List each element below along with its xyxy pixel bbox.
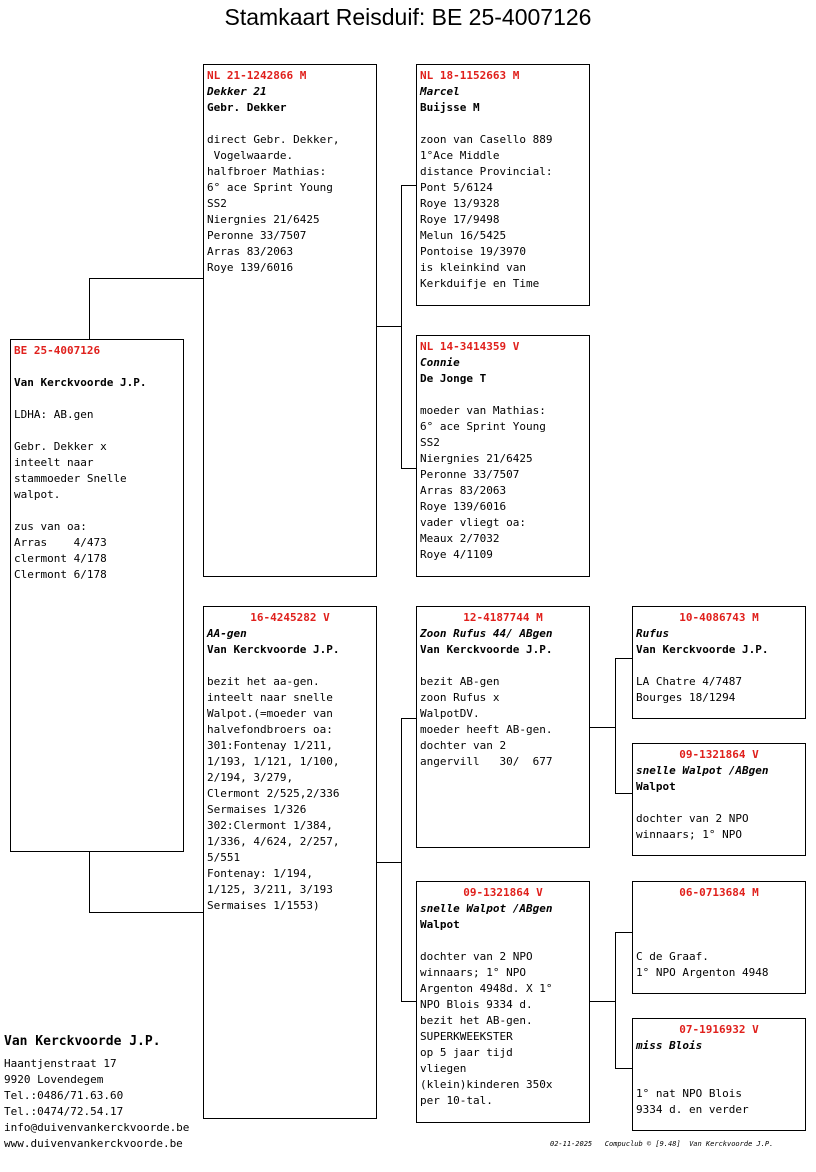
fm-card: NL 14-3414359 V Connie De Jonge T moeder… bbox=[416, 335, 590, 577]
connector bbox=[376, 326, 402, 327]
mm-owner: Walpot bbox=[420, 918, 460, 931]
mmm-card: 07-1916932 V miss Blois 1° nat NPO Blois… bbox=[632, 1018, 806, 1131]
subject-ring: BE 25-4007126 bbox=[14, 344, 101, 357]
mff-owner: Van Kerckvoorde J.P. bbox=[636, 643, 769, 656]
mf-notes: bezit AB-gen zoon Rufus x WalpotDV. moed… bbox=[420, 675, 553, 768]
mfm-card: 09-1321864 V snelle Walpot /ABgen Walpot… bbox=[632, 743, 806, 856]
mff-card: 10-4086743 M Rufus Van Kerckvoorde J.P. … bbox=[632, 606, 806, 719]
mfm-notes: dochter van 2 NPO winnaars; 1° NPO bbox=[636, 812, 749, 841]
breeder-address: Haantjenstraat 17 bbox=[4, 1057, 117, 1070]
father-card: NL 21-1242866 M Dekker 21 Gebr. Dekker d… bbox=[203, 64, 377, 577]
connector bbox=[89, 912, 204, 913]
ff-card: NL 18-1152663 M Marcel Buijsse M zoon va… bbox=[416, 64, 590, 306]
fm-notes: moeder van Mathias: 6° ace Sprint Young … bbox=[420, 404, 546, 561]
mmf-ring: 06-0713684 M bbox=[679, 886, 759, 899]
mf-owner: Van Kerckvoorde J.P. bbox=[420, 643, 553, 656]
mm-name: snelle Walpot /ABgen bbox=[420, 902, 553, 915]
connector bbox=[615, 932, 633, 933]
mmm-notes: 1° nat NPO Blois 9334 d. en verder bbox=[636, 1087, 749, 1116]
father-ring: NL 21-1242866 M bbox=[207, 69, 307, 82]
mmm-name: miss Blois bbox=[636, 1039, 703, 1052]
breeder-email[interactable]: info@duivenvankerckvoorde.be bbox=[4, 1121, 190, 1134]
mfm-owner: Walpot bbox=[636, 780, 676, 793]
mmf-card: 06-0713684 M C de Graaf. 1° NPO Argenton… bbox=[632, 881, 806, 994]
breeder-website[interactable]: www.duivenvankerckvoorde.be bbox=[4, 1137, 183, 1150]
print-footer: 02-11-2025 Compuclub © [9.48] Van Kerckv… bbox=[550, 1140, 774, 1148]
mff-notes: LA Chatre 4/7487 Bourges 18/1294 bbox=[636, 675, 742, 704]
mff-ring: 10-4086743 M bbox=[679, 611, 759, 624]
ff-owner: Buijsse M bbox=[420, 101, 480, 114]
fm-owner: De Jonge T bbox=[420, 372, 487, 385]
subject-owner: Van Kerckvoorde J.P. bbox=[14, 376, 147, 389]
mmf-notes: C de Graaf. 1° NPO Argenton 4948 bbox=[636, 950, 769, 979]
connector bbox=[401, 718, 402, 1002]
breeder-contact: Van Kerckvoorde J.P. Haantjenstraat 17 9… bbox=[4, 1034, 189, 1152]
mother-notes: bezit het aa-gen. inteelt naar snelle Wa… bbox=[207, 675, 340, 912]
connector bbox=[89, 278, 90, 339]
connector bbox=[615, 793, 633, 794]
mm-ring: 09-1321864 V bbox=[463, 886, 543, 899]
connector bbox=[589, 727, 616, 728]
father-owner: Gebr. Dekker bbox=[207, 101, 287, 114]
connector bbox=[401, 718, 417, 719]
connector bbox=[401, 185, 402, 469]
mfm-ring: 09-1321864 V bbox=[679, 748, 759, 761]
ff-notes: zoon van Casello 889 1°Ace Middle distan… bbox=[420, 133, 553, 290]
mf-card: 12-4187744 M Zoon Rufus 44/ ABgen Van Ke… bbox=[416, 606, 590, 848]
connector bbox=[615, 658, 633, 659]
mother-name: AA-gen bbox=[207, 627, 247, 640]
subject-card: BE 25-4007126 Van Kerckvoorde J.P. LDHA:… bbox=[10, 339, 184, 852]
ff-name: Marcel bbox=[420, 85, 460, 98]
connector bbox=[615, 932, 616, 1069]
connector bbox=[589, 1001, 616, 1002]
connector bbox=[615, 1068, 633, 1069]
connector bbox=[401, 185, 417, 186]
fm-name: Connie bbox=[420, 356, 460, 369]
connector bbox=[401, 1001, 417, 1002]
mm-card: 09-1321864 V snelle Walpot /ABgen Walpot… bbox=[416, 881, 590, 1123]
subject-notes: LDHA: AB.gen Gebr. Dekker x inteelt naar… bbox=[14, 408, 127, 581]
mmm-ring: 07-1916932 V bbox=[679, 1023, 759, 1036]
breeder-phone-2: Tel.:0474/72.54.17 bbox=[4, 1105, 124, 1118]
mf-ring: 12-4187744 M bbox=[463, 611, 543, 624]
father-name: Dekker 21 bbox=[207, 85, 267, 98]
breeder-city: 9920 Lovendegem bbox=[4, 1073, 104, 1086]
breeder-name: Van Kerckvoorde J.P. bbox=[4, 1034, 161, 1049]
mother-owner: Van Kerckvoorde J.P. bbox=[207, 643, 340, 656]
mother-ring: 16-4245282 V bbox=[250, 611, 330, 624]
connector bbox=[401, 468, 417, 469]
connector bbox=[615, 658, 616, 794]
mff-name: Rufus bbox=[636, 627, 670, 640]
mf-name: Zoon Rufus 44/ ABgen bbox=[420, 627, 553, 640]
connector bbox=[89, 851, 90, 912]
father-notes: direct Gebr. Dekker, Vogelwaarde. halfbr… bbox=[207, 133, 340, 274]
breeder-phone-1: Tel.:0486/71.63.60 bbox=[4, 1089, 124, 1102]
fm-ring: NL 14-3414359 V bbox=[420, 340, 520, 353]
mfm-name: snelle Walpot /ABgen bbox=[636, 764, 769, 777]
connector bbox=[376, 862, 402, 863]
mother-card: 16-4245282 V AA-gen Van Kerckvoorde J.P.… bbox=[203, 606, 377, 1119]
ff-ring: NL 18-1152663 M bbox=[420, 69, 520, 82]
mm-notes: dochter van 2 NPO winnaars; 1° NPO Argen… bbox=[420, 950, 553, 1107]
connector bbox=[89, 278, 204, 279]
page-title: Stamkaart Reisduif: BE 25-4007126 bbox=[224, 4, 592, 30]
